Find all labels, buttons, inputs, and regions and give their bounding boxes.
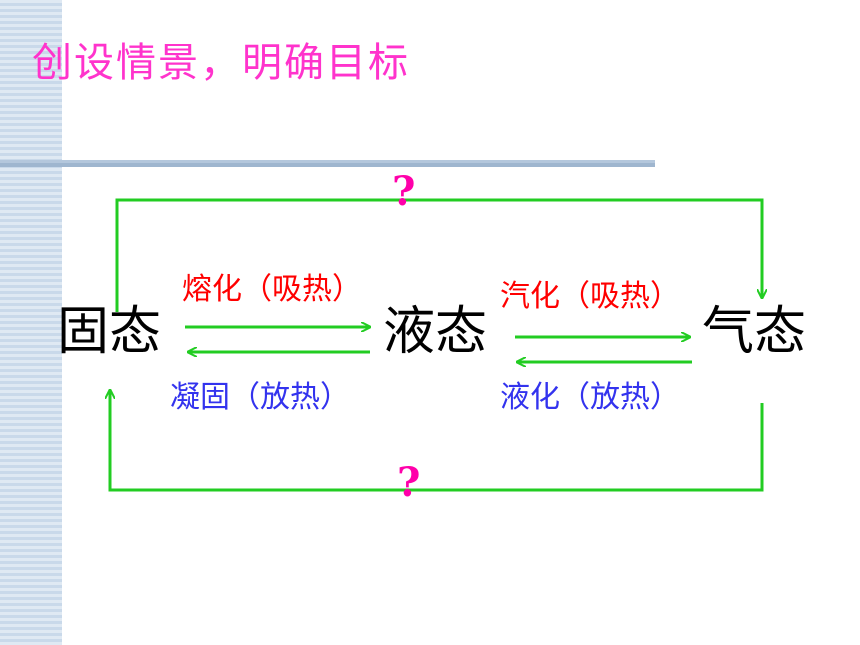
label-liquefaction: 液化（放热） [500, 380, 680, 415]
top-question-mark: ? [392, 168, 416, 215]
label-solidification: 凝固（放热） [170, 380, 350, 415]
label-melting: 熔化（吸热） [182, 272, 362, 307]
state-gas: 气态 [702, 302, 807, 362]
slide-title: 创设情景，明确目标 [32, 40, 410, 86]
state-liquid: 液态 [383, 302, 488, 362]
state-solid: 固态 [57, 302, 162, 362]
sublimation-loop-arrow [115, 198, 762, 312]
decorative-left-band [0, 0, 62, 645]
title-divider [0, 160, 655, 167]
bottom-question-mark: ? [397, 459, 421, 506]
label-vaporization: 汽化（吸热） [500, 279, 680, 314]
deposition-loop-arrow [110, 390, 764, 492]
